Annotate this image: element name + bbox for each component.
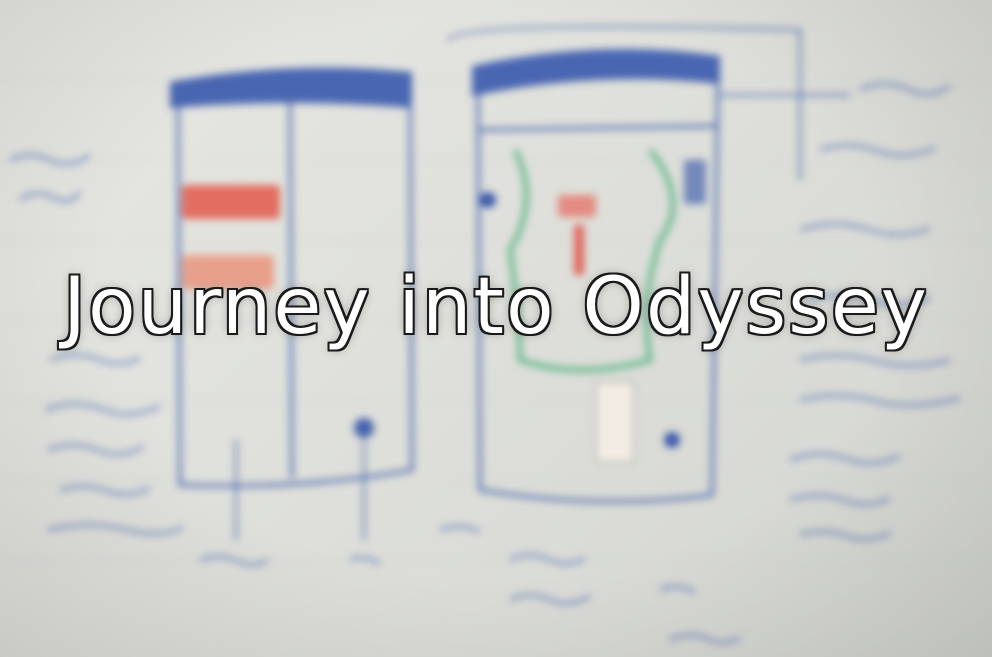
page-title: Journey into Odyssey xyxy=(63,262,929,352)
